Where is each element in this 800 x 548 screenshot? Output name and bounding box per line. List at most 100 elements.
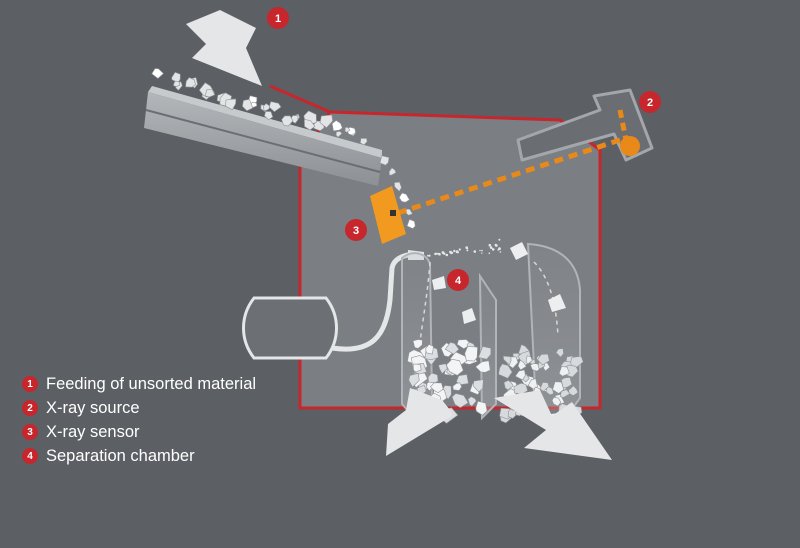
rock: [438, 363, 448, 375]
badge-1: 1: [267, 7, 289, 29]
trajectory-rejected: [419, 261, 431, 343]
conveyor-side: [144, 92, 382, 186]
rock: [568, 385, 579, 396]
air-jet-spray: [427, 238, 502, 257]
legend-label: Separation chamber: [46, 446, 195, 465]
legend-number: 2: [22, 400, 38, 416]
svg-text:1: 1: [275, 13, 281, 25]
xray-source-emitter: [620, 136, 640, 156]
conveyor-stripe: [145, 109, 381, 173]
spray-droplet: [473, 250, 477, 253]
rock: [304, 119, 316, 131]
rock: [388, 167, 397, 176]
rock: [472, 379, 484, 393]
rock: [331, 120, 343, 132]
spray-droplet: [488, 243, 492, 247]
spray-droplet: [428, 254, 431, 257]
spray-droplet: [442, 252, 444, 255]
falling-rocks: [379, 155, 416, 229]
spray-droplet: [455, 250, 459, 254]
xray-sensor-body: [370, 186, 406, 244]
spray-droplet: [489, 246, 493, 249]
rock: [552, 381, 565, 394]
rock: [335, 131, 343, 138]
rock: [264, 111, 274, 120]
rock: [398, 192, 410, 203]
rocks-on-belt: [151, 68, 368, 146]
output-arrow-left: [386, 388, 452, 456]
badge-2: 2: [639, 91, 661, 113]
legend-number: 1: [22, 376, 38, 392]
spray-droplet: [449, 251, 453, 255]
rock: [452, 382, 463, 391]
rock: [151, 68, 164, 79]
rock: [464, 345, 478, 362]
xray-sensor-mark: [390, 210, 396, 216]
rock: [475, 400, 488, 416]
feed-arrow: [186, 10, 262, 86]
spray-droplet: [481, 252, 483, 254]
spray-droplet: [488, 252, 491, 254]
legend-number: 3: [22, 424, 38, 440]
spray-droplet: [498, 238, 501, 241]
xray-sensor: [370, 186, 406, 244]
spray-droplet: [435, 252, 438, 255]
rock: [551, 396, 562, 407]
rock: [225, 98, 237, 111]
rock: [319, 114, 334, 129]
spray-droplet: [438, 252, 441, 256]
rock: [268, 101, 282, 113]
legend-number: 4: [22, 448, 38, 464]
flying-rock: [510, 242, 528, 260]
spray-droplet: [458, 248, 461, 251]
rock: [525, 355, 533, 365]
rock: [560, 376, 573, 389]
legend-label: X-ray source: [46, 398, 140, 417]
svg-text:2: 2: [647, 97, 653, 109]
legend: 1 Feeding of unsorted material 2 X-ray s…: [22, 372, 256, 468]
spray-droplet: [453, 249, 456, 253]
svg-text:3: 3: [353, 225, 359, 237]
rock: [555, 348, 564, 358]
rock: [455, 374, 469, 385]
spray-droplet: [497, 249, 500, 251]
spray-droplet: [466, 249, 469, 252]
xray-beam: [397, 109, 629, 216]
rock: [527, 378, 538, 390]
spray-droplet: [427, 254, 429, 257]
badge-3: 3: [345, 219, 367, 241]
compressor-tank: [242, 296, 338, 360]
spray-droplet: [494, 243, 497, 246]
rock: [406, 218, 416, 229]
rock: [444, 341, 460, 355]
legend-item-separation-chamber: 4 Separation chamber: [22, 444, 256, 468]
rock: [425, 344, 434, 355]
legend-item-feeding: 1 Feeding of unsorted material: [22, 372, 256, 396]
xray-beam-vertical: [617, 109, 629, 141]
output-arrow-right: [494, 390, 612, 460]
spray-droplet: [479, 249, 481, 252]
rock: [344, 126, 351, 133]
rock: [558, 366, 570, 377]
rock: [359, 137, 368, 146]
rock: [408, 372, 420, 388]
chamber: [269, 84, 602, 410]
rock: [412, 363, 422, 373]
rock: [394, 181, 402, 192]
conveyor-belt: [144, 86, 382, 186]
flying-rock: [548, 294, 566, 312]
legend-label: Feeding of unsorted material: [46, 374, 257, 393]
rock: [429, 382, 444, 394]
rock: [498, 363, 513, 379]
rock: [445, 358, 464, 376]
legend-item-xray-source: 2 X-ray source: [22, 396, 256, 420]
rock: [569, 355, 584, 368]
rock: [204, 89, 216, 98]
rock: [412, 339, 423, 349]
rock: [539, 381, 550, 392]
spray-droplet: [445, 254, 448, 257]
rock: [281, 115, 294, 127]
bin-right: [526, 242, 581, 422]
rock: [467, 396, 477, 407]
spray-droplet: [466, 247, 469, 250]
